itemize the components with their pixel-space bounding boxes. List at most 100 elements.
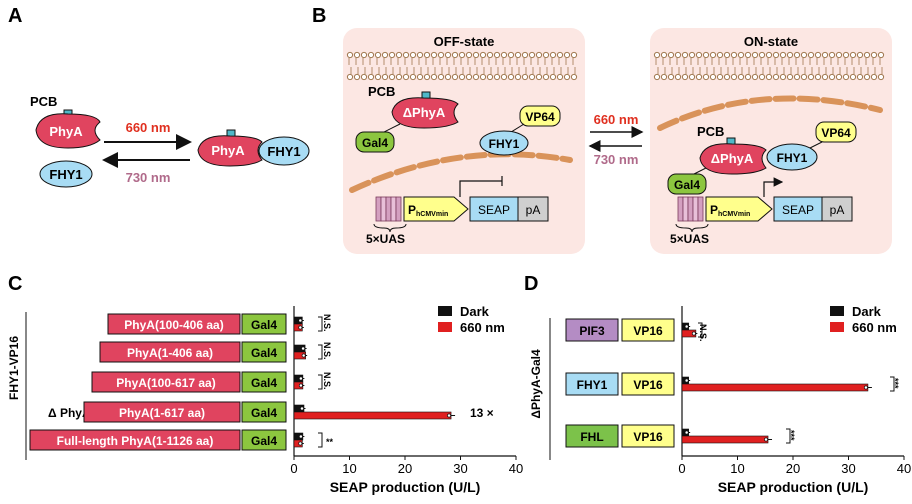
construct-gal4-box [241,429,287,451]
lipid-head [737,51,745,59]
legend-label: 660 nm [852,320,897,335]
panel-label-b: B [312,5,326,27]
lipid-head [723,51,731,59]
x-tick-label: 10 [730,461,744,476]
significance-label: N.S. [322,342,332,360]
lipid-head [535,51,543,59]
data-point [298,383,303,388]
phya-label-free: PhyA [49,124,83,139]
lipid-head [779,73,787,81]
off-state-title: OFF-state [434,34,495,49]
side-label-dphya-gal4: ΔPhyA-Gal4 [529,349,543,419]
bar [681,383,869,392]
lipid-head [702,51,710,59]
lipid-head [556,51,564,59]
lipid-head [556,73,564,81]
uas-repeat [390,196,397,222]
lipid-head [751,73,759,81]
lipid-head [514,51,522,59]
construct-phya-label: PhyA(1-617 aa) [119,406,205,420]
lipid-head [353,73,361,81]
construct-phya-box [107,313,241,335]
lipid-head [821,73,829,81]
lipid-head [772,51,780,59]
bar [293,411,452,420]
lipid-head [374,51,382,59]
uas-block-on [677,196,704,222]
lipid-head [849,73,857,81]
lipid-head [395,73,403,81]
legend-label: Dark [852,304,882,319]
lipid-head [374,73,382,81]
uas-label-on: 5×UAS [670,232,709,246]
lipid-head [451,73,459,81]
membrane-on [653,51,885,81]
lipid-head [674,73,682,81]
gal4-off [355,131,395,153]
lipid-head [744,73,752,81]
lipid-head [521,51,529,59]
lipid-head [367,73,375,81]
promoter-label-off: PhCMVmin [408,203,448,218]
fhy1-off [479,130,529,156]
lipid-head [535,73,543,81]
lipid-head [507,73,515,81]
construct-gal4-label: Gal4 [251,406,277,420]
gal4-label-off: Gal4 [362,136,388,150]
significance-label: ** [326,437,334,447]
lipid-head [346,51,354,59]
membrane-off [346,51,578,81]
lipid-head [800,73,808,81]
lipid-head [772,73,780,81]
lipid-head [667,51,675,59]
lipid-head [458,51,466,59]
construct-phya-box [29,429,241,451]
lipid-head [877,73,885,81]
significance-label: *** [890,378,900,389]
lipid-head [856,51,864,59]
uas-repeat [682,196,689,222]
fhy1-label-on: FHY1 [777,151,808,165]
lipid-head [395,51,403,59]
lipid-head [863,73,871,81]
lipid-head [793,51,801,59]
data-point [298,441,303,446]
data-point [447,413,452,418]
lipid-head [493,73,501,81]
data-point [301,353,306,358]
lipid-head [493,51,501,59]
lipid-head [807,73,815,81]
x-tick-label: 20 [398,461,412,476]
lipid-head [765,73,773,81]
construct-gal4-box [241,313,287,335]
pcb-label-off: PCB [368,84,395,99]
lipid-head [681,73,689,81]
seap-label-off: SEAP [478,203,510,217]
lipid-head [381,51,389,59]
significance-label: *** [786,430,796,441]
fhy1-on [766,143,818,171]
construct-gal4-box [241,341,287,363]
label-660-a: 660 nm [126,120,171,135]
significance-bracket [318,344,323,360]
vp16-label: VP16 [633,324,663,338]
vp64-off [519,105,561,127]
pcb-label-a: PCB [30,94,57,109]
lipid-head [409,73,417,81]
lipid-head [409,51,417,59]
lipid-head [388,51,396,59]
uas-repeat [395,196,402,222]
vp64-label-on: VP64 [821,126,851,140]
lipid-head [444,73,452,81]
lipid-head [821,51,829,59]
dphya-off [391,97,459,129]
lipid-head [688,51,696,59]
lipid-head [786,73,794,81]
pcb-label-on: PCB [697,124,724,139]
gal4-label-on: Gal4 [674,178,700,192]
uas-repeat [692,196,699,222]
legend-swatch [830,322,844,332]
x-tick-label: 30 [453,461,467,476]
